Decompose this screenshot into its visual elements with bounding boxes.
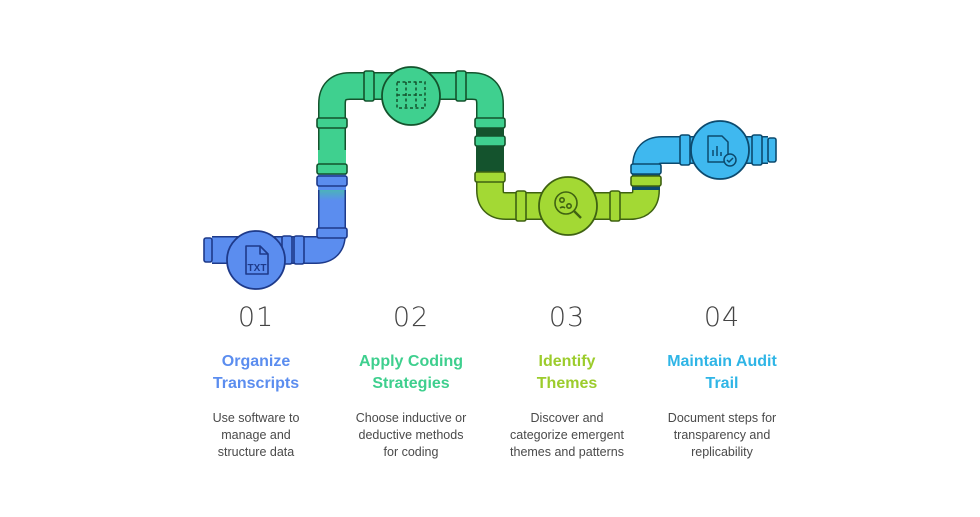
magnify-search-icon xyxy=(554,191,582,219)
step-title-line: Identify xyxy=(538,353,596,370)
txt-file-icon: TXT xyxy=(245,245,269,275)
step-title-line: Maintain Audit xyxy=(667,353,777,370)
step-description-line: Discover and xyxy=(530,411,604,425)
pipe-segment-blue xyxy=(212,140,346,264)
step-title-line: Transcripts xyxy=(212,375,300,392)
step-number: 01 xyxy=(237,302,275,333)
step-title: Organize Transcripts xyxy=(171,351,341,397)
step-description-line: deductive methods xyxy=(358,428,464,442)
step-description-line: transparency and xyxy=(673,428,771,442)
stage-4-valve xyxy=(690,120,750,180)
grid-icon xyxy=(396,81,426,109)
step-description: Document steps for transparency and repl… xyxy=(637,410,807,461)
step-title-line: Strategies xyxy=(372,375,450,392)
step-3: 03 Identify Themes Discover and categori… xyxy=(482,298,652,461)
step-title-line: Themes xyxy=(536,375,598,392)
step-description-line: themes and patterns xyxy=(510,445,624,459)
step-description: Choose inductive or deductive methods fo… xyxy=(326,410,496,461)
step-description-line: for coding xyxy=(383,445,439,459)
pipeline-diagram: TXT xyxy=(203,66,777,290)
step-description-line: Choose inductive or xyxy=(355,411,467,425)
step-number: 04 xyxy=(703,302,741,333)
stage-3-valve xyxy=(538,176,598,236)
step-description: Use software to manage and structure dat… xyxy=(171,410,341,461)
step-number: 03 xyxy=(548,302,586,333)
txt-icon-label: TXT xyxy=(248,263,267,274)
step-description-line: replicability xyxy=(691,445,753,459)
step-description: Discover and categorize emergent themes … xyxy=(482,410,652,461)
step-title: Maintain Audit Trail xyxy=(637,351,807,397)
stage-2-valve xyxy=(381,66,441,126)
step-title: Apply Coding Strategies xyxy=(326,351,496,397)
pipe-flanges xyxy=(203,70,777,265)
step-title-line: Trail xyxy=(705,375,739,392)
step-2: 02 Apply Coding Strategies Choose induct… xyxy=(326,298,496,461)
step-description-line: Document steps for xyxy=(667,411,777,425)
step-description-line: manage and xyxy=(221,428,291,442)
step-description-line: categorize emergent xyxy=(510,428,624,442)
step-description-line: Use software to xyxy=(212,411,300,425)
step-4: 04 Maintain Audit Trail Document steps f… xyxy=(637,298,807,461)
stage-1-valve: TXT xyxy=(226,230,286,290)
step-title: Identify Themes xyxy=(482,351,652,397)
step-title-line: Organize xyxy=(221,353,291,370)
step-description-line: structure data xyxy=(217,445,295,459)
step-number: 02 xyxy=(392,302,430,333)
step-title-line: Apply Coding xyxy=(359,353,463,370)
report-check-icon xyxy=(707,135,737,167)
step-1: 01 Organize Transcripts Use software to … xyxy=(171,298,341,461)
